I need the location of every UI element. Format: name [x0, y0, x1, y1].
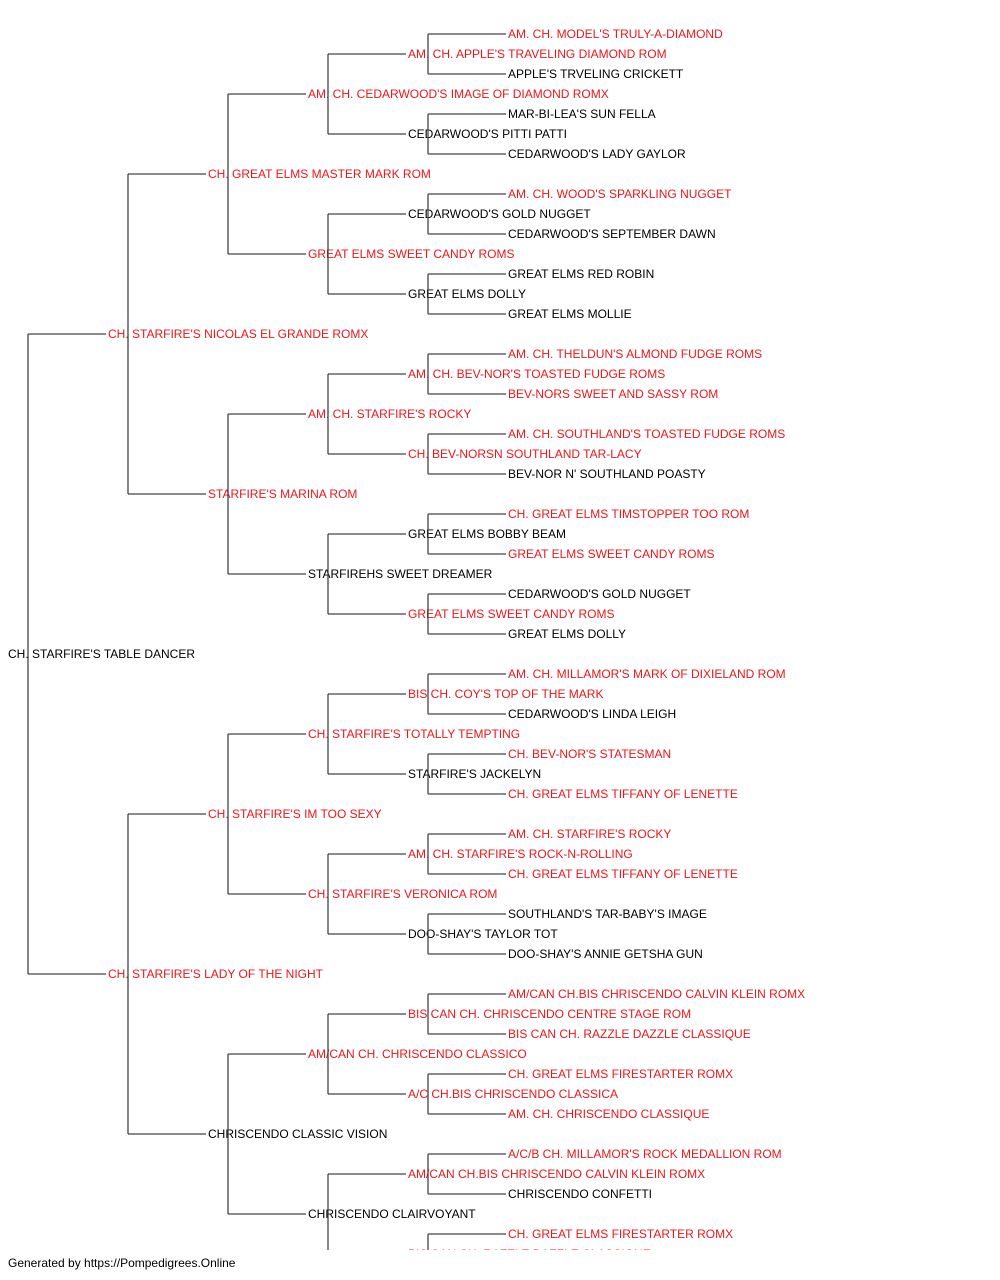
dog-name-dam-gen5: CEDARWOOD'S LINDA LEIGH: [508, 707, 676, 721]
dog-name-sire-gen5: AM/CAN CH.BIS CHRISCENDO CALVIN KLEIN RO…: [508, 987, 805, 1001]
dog-name-dam-gen5: GREAT ELMS DOLLY: [508, 627, 626, 641]
dog-name-dam-gen5: CEDARWOOD'S LADY GAYLOR: [508, 147, 686, 161]
dog-name-sire-gen5: AM. CH. MODEL'S TRULY-A-DIAMOND: [508, 27, 723, 41]
dog-name-sire-gen5: CEDARWOOD'S GOLD NUGGET: [508, 587, 691, 601]
dog-name-sire-gen4: BIS CH. COY'S TOP OF THE MARK: [408, 687, 603, 701]
dog-name-dam-gen4: DOO-SHAY'S TAYLOR TOT: [408, 927, 558, 941]
dog-name-sire-gen2: CH. GREAT ELMS MASTER MARK ROM: [208, 167, 431, 181]
dog-name-sire-gen5: SOUTHLAND'S TAR-BABY'S IMAGE: [508, 907, 707, 921]
dog-name-dam-gen4: CH. BEV-NORSN SOUTHLAND TAR-LACY: [408, 447, 642, 461]
dog-name-sire-gen4: CEDARWOOD'S GOLD NUGGET: [408, 207, 591, 221]
dog-name-dam-gen4: CEDARWOOD'S PITTI PATTI: [408, 127, 567, 141]
dog-name-sire-gen4: BIS CAN CH. CHRISCENDO CENTRE STAGE ROM: [408, 1007, 691, 1021]
dog-name-sire-gen5: CH. GREAT ELMS FIRESTARTER ROMX: [508, 1067, 733, 1081]
dog-name-sire-gen5: AM. CH. STARFIRE'S ROCKY: [508, 827, 671, 841]
dog-name-dam-gen5: BIS CAN CH. RAZZLE DAZZLE CLASSIQUE: [508, 1027, 751, 1041]
dog-name-dam-gen5: CH. GREAT ELMS TIFFANY OF LENETTE: [508, 867, 738, 881]
dog-name-sire-gen5: CH. GREAT ELMS TIMSTOPPER TOO ROM: [508, 507, 749, 521]
dog-name-dam-gen3: CHRISCENDO CLAIRVOYANT: [308, 1207, 476, 1221]
dog-name-dam-gen2: STARFIRE'S MARINA ROM: [208, 487, 357, 501]
dog-name-sire-gen1: CH. STARFIRE'S NICOLAS EL GRANDE ROMX: [108, 327, 368, 341]
dog-name-sire-gen4: AM. CH. BEV-NOR'S TOASTED FUDGE ROMS: [408, 367, 665, 381]
dog-name-dam-gen5: CH. GREAT ELMS TIFFANY OF LENETTE: [508, 787, 738, 801]
dog-name-dam-gen3: GREAT ELMS SWEET CANDY ROMS: [308, 247, 514, 261]
dog-name-dam-gen5: CHRISCENDO CONFETTI: [508, 1187, 652, 1201]
dog-name-sire-gen3: CH. STARFIRE'S TOTALLY TEMPTING: [308, 727, 520, 741]
dog-name-sire-gen5: AM. CH. WOOD'S SPARKLING NUGGET: [508, 187, 732, 201]
dog-name-sire-gen3: AM. CH. CEDARWOOD'S IMAGE OF DIAMOND ROM…: [308, 87, 609, 101]
dog-name-dam-gen5: APPLE'S TRVELING CRICKETT: [508, 67, 684, 81]
dog-name-sire-gen5: CH. GREAT ELMS FIRESTARTER ROMX: [508, 1227, 733, 1241]
dog-name-sire-gen3: AM. CH. STARFIRE'S ROCKY: [308, 407, 471, 421]
dog-name-sire-gen5: GREAT ELMS RED ROBIN: [508, 267, 654, 281]
dog-name-dam-gen5: BEV-NORS SWEET AND SASSY ROM: [508, 387, 718, 401]
footer-credit: Generated by https://Pompedigrees.Online: [8, 1256, 236, 1270]
dog-name-dam-gen1: CH. STARFIRE'S LADY OF THE NIGHT: [108, 967, 324, 981]
dog-name-dam-gen5: CEDARWOOD'S SEPTEMBER DAWN: [508, 227, 716, 241]
dog-name-sire-gen2: CH. STARFIRE'S IM TOO SEXY: [208, 807, 382, 821]
dog-name-dam-gen4: A/C CH.BIS CHRISCENDO CLASSICA: [408, 1087, 618, 1101]
dog-name-dam-gen4: BIS CAN CH. RAZZLE DAZZLE CLASSIQUE: [408, 1247, 651, 1250]
dog-name-dam-gen4: GREAT ELMS DOLLY: [408, 287, 526, 301]
dog-name-sire-gen4: AM. CH. STARFIRE'S ROCK-N-ROLLING: [408, 847, 633, 861]
dog-name-sire-gen5: AM. CH. SOUTHLAND'S TOASTED FUDGE ROMS: [508, 427, 785, 441]
dog-name-sire-gen5: A/C/B CH. MILLAMOR'S ROCK MEDALLION ROM: [508, 1147, 782, 1161]
dog-name-dam-gen5: AM. CH. CHRISCENDO CLASSIQUE: [508, 1107, 709, 1121]
dog-name-dam-gen5: GREAT ELMS MOLLIE: [508, 307, 632, 321]
dog-name-sire-gen5: AM. CH. MILLAMOR'S MARK OF DIXIELAND ROM: [508, 667, 786, 681]
dog-name-sire-gen3: AM/CAN CH. CHRISCENDO CLASSICO: [308, 1047, 527, 1061]
dog-name-sire-gen5: MAR-BI-LEA'S SUN FELLA: [508, 107, 656, 121]
dog-name-dam-gen5: DOO-SHAY'S ANNIE GETSHA GUN: [508, 947, 703, 961]
dog-name-subject-gen0: CH. STARFIRE'S TABLE DANCER: [8, 647, 195, 661]
dog-name-sire-gen4: AM/CAN CH.BIS CHRISCENDO CALVIN KLEIN RO…: [408, 1167, 705, 1181]
pedigree-tree: CH. STARFIRE'S TABLE DANCER CH. STARFIRE'…: [8, 27, 805, 1250]
dog-name-dam-gen3: CH. STARFIRE'S VERONICA ROM: [308, 887, 497, 901]
dog-name-sire-gen5: AM. CH. THELDUN'S ALMOND FUDGE ROMS: [508, 347, 762, 361]
dog-name-dam-gen4: GREAT ELMS SWEET CANDY ROMS: [408, 607, 614, 621]
dog-name-dam-gen2: CHRISCENDO CLASSIC VISION: [208, 1127, 387, 1141]
dog-name-dam-gen4: STARFIRE'S JACKELYN: [408, 767, 541, 781]
dog-name-sire-gen5: CH. BEV-NOR'S STATESMAN: [508, 747, 671, 761]
dog-name-dam-gen3: STARFIREHS SWEET DREAMER: [308, 567, 493, 581]
dog-name-sire-gen4: GREAT ELMS BOBBY BEAM: [408, 527, 566, 541]
dog-name-sire-gen4: AM. CH. APPLE'S TRAVELING DIAMOND ROM: [408, 47, 667, 61]
dog-name-dam-gen5: BEV-NOR N' SOUTHLAND POASTY: [508, 467, 706, 481]
dog-name-dam-gen5: GREAT ELMS SWEET CANDY ROMS: [508, 547, 714, 561]
